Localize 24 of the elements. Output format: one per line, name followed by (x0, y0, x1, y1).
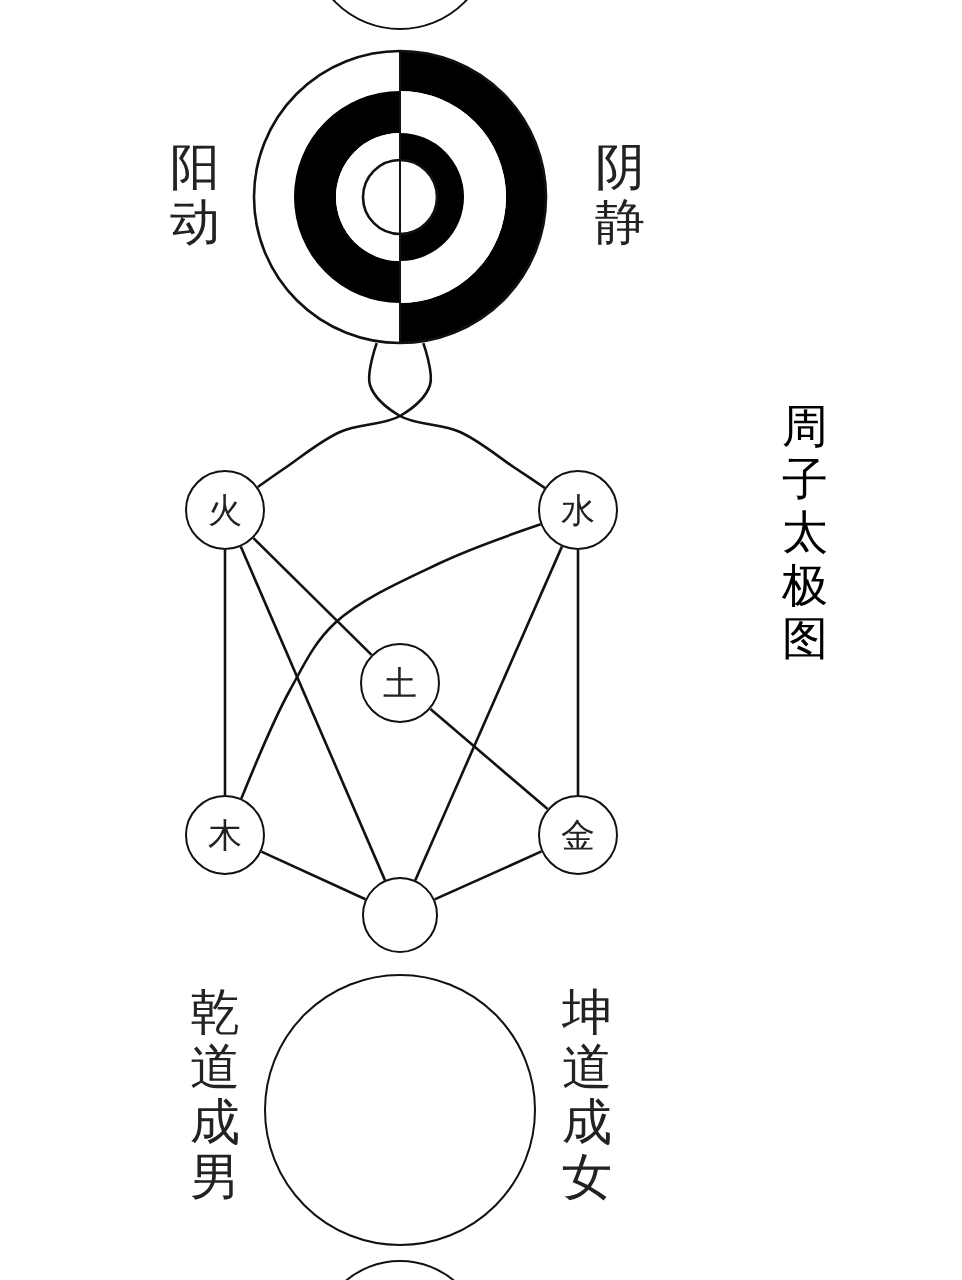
vertical-caption: 阳动 (170, 140, 220, 250)
connector-line (414, 546, 564, 881)
connector-line (239, 546, 387, 881)
element-circle (360, 643, 440, 723)
connector-line (257, 342, 433, 489)
connector-line (252, 537, 373, 656)
element-label: 土 (383, 666, 417, 700)
connector-line (367, 342, 546, 489)
connector-line (434, 850, 543, 901)
vertical-caption: 阴静 (595, 140, 645, 250)
element-label: 水 (561, 493, 595, 527)
connector-line (429, 708, 549, 810)
connector-line (240, 523, 542, 799)
element-label: 火 (208, 493, 242, 527)
connector-line (576, 550, 580, 795)
connector-line (223, 550, 227, 795)
element-label: 金 (561, 818, 595, 852)
yin-yang-rings-drawing (252, 49, 548, 345)
vertical-caption: 坤道成女 (562, 985, 612, 1205)
vertical-caption: 乾道成男 (190, 985, 240, 1205)
element-label: 木 (208, 818, 242, 852)
empty-circle (362, 877, 438, 953)
connector-line (260, 850, 366, 901)
diagram-title: 周子太极图 (782, 400, 828, 665)
